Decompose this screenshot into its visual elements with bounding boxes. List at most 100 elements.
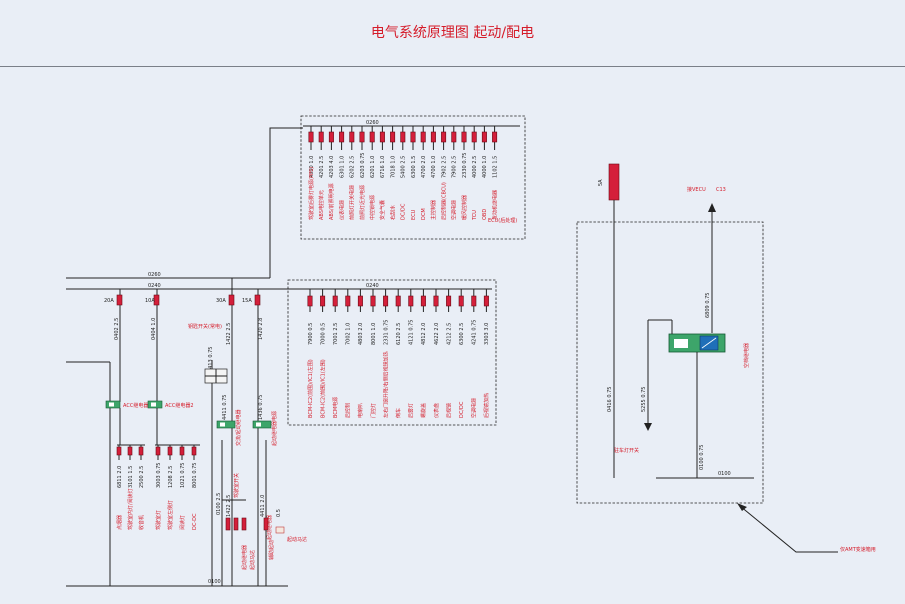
sub-b-load-3: DC-DC	[192, 513, 198, 530]
switch-arrow	[644, 423, 652, 431]
mid-wire-label-11: 4212 2.5	[446, 323, 452, 345]
mid-fuse-0	[307, 295, 313, 307]
mid-wire-label-12: 6300 2.5	[459, 323, 465, 345]
mid-fuse-9	[420, 295, 426, 307]
mid-wire-label-9: 4812 2.0	[421, 323, 427, 345]
wire-0413: 0413 0.75	[208, 347, 214, 372]
fuse-10a	[153, 294, 160, 306]
top-load-label-17: OBD	[482, 209, 488, 220]
relay-acc-2-label: ACC继电器2	[165, 402, 194, 409]
mid-load-label-7: 倒车	[395, 408, 402, 418]
top-fuse-1	[318, 131, 324, 143]
wire-0416: 0416 0.75	[607, 387, 613, 412]
top-wire-label-16: 4000 2.5	[472, 156, 478, 178]
sub-a-load-1: 驾驶室内灯/阅读灯	[127, 488, 134, 530]
wire-1436: 1436 0.75	[258, 395, 264, 420]
wire-0402: 0402 2.5	[114, 318, 120, 340]
mid-fuse-14	[483, 295, 489, 307]
relay-acc-2	[147, 400, 163, 409]
sub-c-load-1: 起动继电器	[241, 545, 248, 570]
wire-6809: 6809 0.75	[705, 293, 711, 318]
fuse-20a-label: 20A	[104, 298, 114, 304]
title-bar: 电气系统原理图 起动/配电	[0, 0, 905, 67]
schematic-canvas: 0260 0240 0100 0260 4300 1.0驾驶室后雾灯电源(PPS…	[66, 115, 876, 587]
sub-b-fuse-3	[191, 446, 197, 456]
mid-fuse-12	[458, 295, 464, 307]
mid-fuse-11	[446, 295, 452, 307]
top-fuse-5	[359, 131, 365, 143]
mid-fuse-7	[395, 295, 401, 307]
mid-load-label-5: 门控灯	[370, 403, 377, 418]
mid-load-label-8: 后雾灯	[408, 403, 415, 418]
top-wire-label-12: 4700 1.0	[431, 156, 437, 178]
sub-a-load-0: 点烟器	[116, 515, 123, 530]
mid-wire-label-14: 3303 3.0	[484, 323, 490, 345]
mid-load-label-6: 左右门窗升降/右侧后视镜加热	[382, 351, 389, 418]
amt-box	[576, 221, 764, 504]
top-fuse-18	[492, 131, 498, 143]
sub-c-fuse-0	[225, 517, 231, 531]
mid-fuse-10	[433, 295, 439, 307]
top-fuse-2	[328, 131, 334, 143]
sub-a-wire-label-2: 2500 2.5	[139, 466, 145, 488]
wire-1420: 1420 2.8	[258, 318, 264, 340]
top-fuse-6	[369, 131, 375, 143]
sub-c-load-3: 辅助起动	[268, 540, 275, 560]
sub-c-fuse-1	[233, 517, 239, 531]
top-wire-label-14: 7900 2.5	[452, 156, 458, 178]
mid-load-label-11: 后视镜	[445, 403, 452, 418]
mid-load-label-1: BCM-IC2(前围)/IC1(左围)	[319, 359, 326, 418]
sub-b-load-2: 阅读灯	[179, 515, 186, 530]
mid-wire-label-6: 2331 0.75	[383, 320, 389, 345]
fuse-30a-label: 30A	[216, 298, 226, 304]
sub-branch-c: 驾驶室开关起动继电器起动马达辅助起动	[222, 473, 275, 570]
fuse-15a	[254, 294, 261, 306]
sub-a-fuse-0	[116, 446, 122, 456]
wire-0404: 0404 1.0	[151, 318, 157, 340]
top-fuse-13	[441, 131, 447, 143]
sub-a-load-2: 收音机	[138, 515, 145, 530]
top-wire-label-15: 2330 0.75	[462, 153, 468, 178]
top-load-label-11: DCM	[421, 208, 427, 220]
top-fuse-9	[400, 131, 406, 143]
top-wire-label-9: 5400 2.5	[401, 156, 407, 178]
top-fuse-16	[471, 131, 477, 143]
mid-fuse-13	[471, 295, 477, 307]
mid-load-label-10: 仪表盘	[433, 403, 440, 418]
top-wire-label-6: 6201 1.0	[370, 156, 376, 178]
top-wire-label-7: 6716 1.0	[380, 156, 386, 178]
bus-0260-label: 0260	[148, 272, 161, 278]
wire-5255: 5255 0.75	[641, 387, 647, 412]
sub-a-wire-label-0: 6811 2.0	[117, 466, 123, 488]
mid-load-label-9: 螺旋盖	[420, 403, 427, 418]
top-fuse-15	[461, 131, 467, 143]
wire-0100: 0100 2.5	[216, 493, 222, 515]
top-fuse-17	[481, 131, 487, 143]
mid-fuse-4	[357, 295, 363, 307]
top-wire-label-4: 6202 2.5	[350, 156, 356, 178]
relay-acc-1	[105, 400, 121, 409]
top-load-label-18: 发动机继电器	[491, 190, 498, 220]
mid-wire-label-5: 8001 1.0	[371, 323, 377, 345]
bus-0240-label: 0240	[148, 283, 161, 289]
bus-0100-label: 0100	[208, 579, 221, 585]
sub-a-wire-label-1: 3101 1.5	[128, 466, 134, 488]
top-load-label-7: 安全气囊	[379, 200, 386, 220]
top-fuse-7	[379, 131, 385, 143]
relay-start-label-a: 起动继电器	[266, 515, 273, 540]
top-fuse-11	[420, 131, 426, 143]
top-load-label-9: DC/DC	[401, 203, 407, 220]
right-ground-label: 0100	[718, 471, 731, 477]
relay-acc-1-label: ACC继电器电源	[123, 402, 158, 409]
top-fuse-10	[410, 131, 416, 143]
top-load-label-6: 中控锁电源	[369, 195, 376, 220]
mid-fuse-1	[320, 295, 326, 307]
starter-motor-box	[275, 526, 285, 534]
sub-c-load-2: 起动马达	[249, 550, 256, 570]
sub-c-fuse-3	[263, 517, 269, 531]
fuse-30a	[228, 294, 235, 306]
